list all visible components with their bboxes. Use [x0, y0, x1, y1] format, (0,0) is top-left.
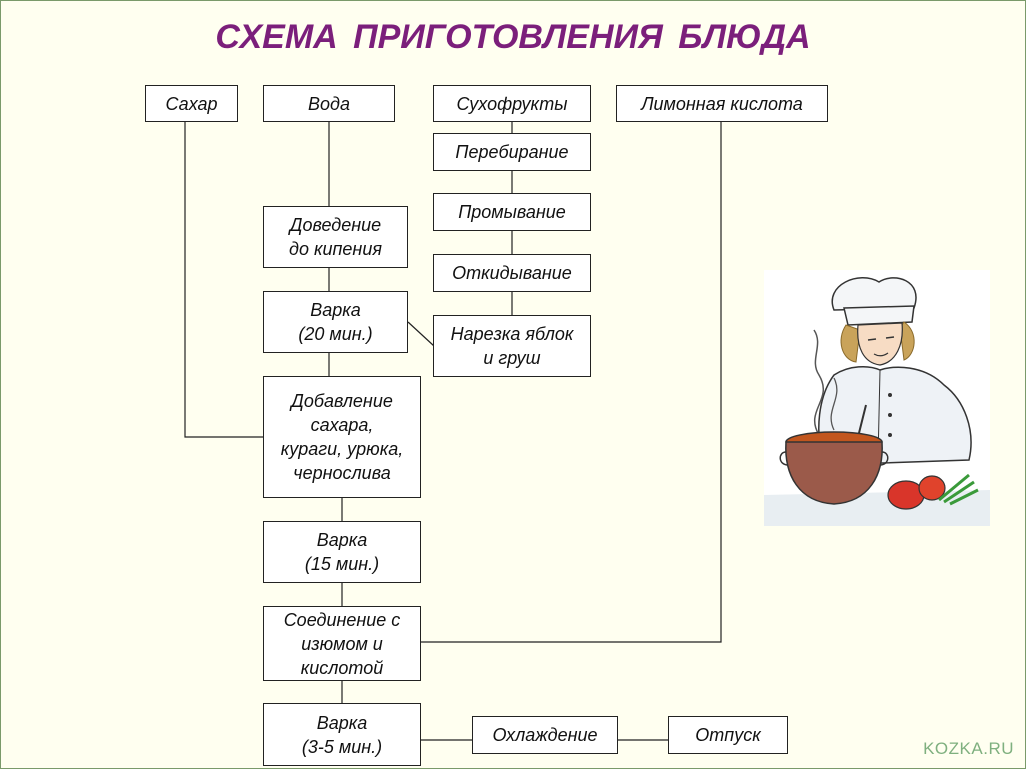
- connector-sugar: [184, 121, 264, 438]
- step-sorting: Перебирание: [433, 133, 591, 171]
- step-cooling: Охлаждение: [472, 716, 618, 754]
- step-combine: Соединение с изюмом и кислотой: [263, 606, 421, 681]
- step-draining: Откидывание: [433, 254, 591, 292]
- step-cook-15: Варка (15 мин.): [263, 521, 421, 583]
- step-add-sugar: Добавление сахара, кураги, урюка, чернос…: [263, 376, 421, 498]
- ingredient-water: Вода: [263, 85, 395, 122]
- connector-acid: [420, 121, 722, 643]
- ingredient-citric-acid: Лимонная кислота: [616, 85, 828, 122]
- step-cook-3-5: Варка (3-5 мин.): [263, 703, 421, 766]
- watermark: KOZKA.RU: [923, 739, 1014, 758]
- connector-cut-cook20: [407, 321, 435, 347]
- ingredient-dried-fruits: Сухофрукты: [433, 85, 591, 122]
- step-boiling-water: Доведение до кипения: [263, 206, 408, 268]
- step-cook-20: Варка (20 мин.): [263, 291, 408, 353]
- step-serving: Отпуск: [668, 716, 788, 754]
- ingredient-sugar: Сахар: [145, 85, 238, 122]
- diagram-title: СХЕМА ПРИГОТОВЛЕНИЯ БЛЮДА: [215, 18, 811, 56]
- step-cutting: Нарезка яблок и груш: [433, 315, 591, 377]
- chef-illustration: [764, 270, 990, 526]
- step-washing: Промывание: [433, 193, 591, 231]
